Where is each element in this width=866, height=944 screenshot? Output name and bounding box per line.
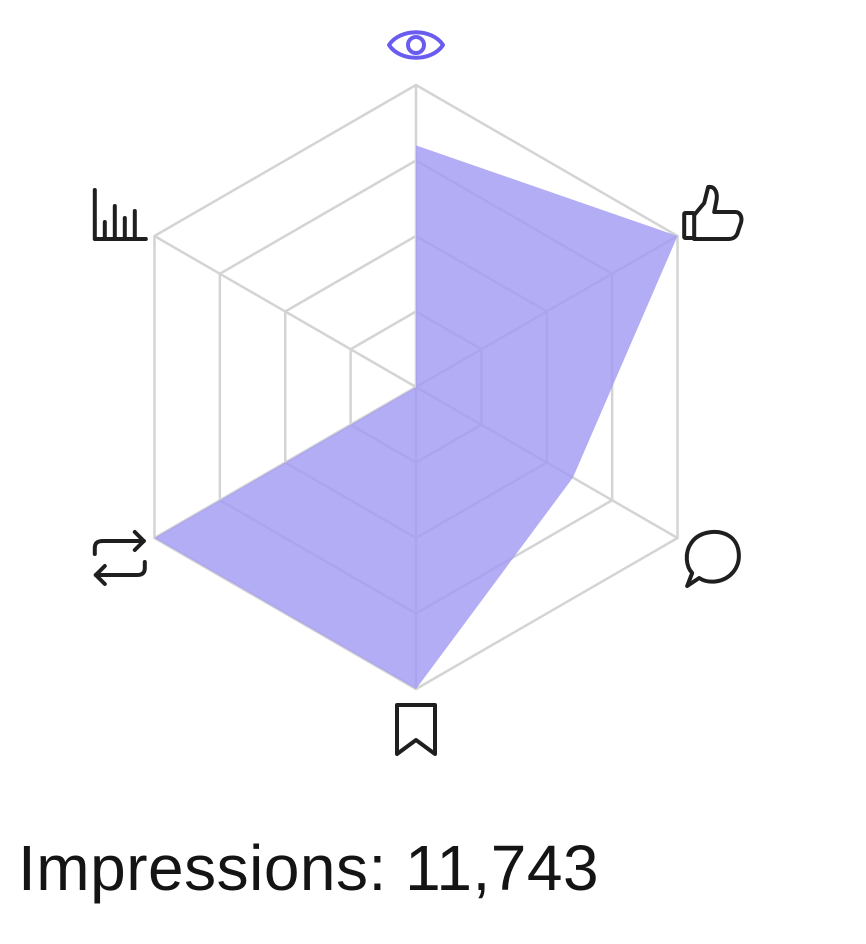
eye-icon[interactable] xyxy=(387,30,445,60)
metric-value: 11,743 xyxy=(405,832,600,904)
speech-bubble-icon[interactable] xyxy=(684,529,741,588)
metric-readout: Impressions: 11,743 xyxy=(18,830,599,906)
bookmark-icon[interactable] xyxy=(395,703,437,756)
thumbs-up-icon[interactable] xyxy=(682,184,744,241)
grid-spoke-engagements xyxy=(153,234,417,389)
radar-data-area xyxy=(154,145,678,689)
data-area-polygon xyxy=(154,145,678,689)
radar-axis-icons xyxy=(92,30,744,756)
repost-icon[interactable] xyxy=(92,530,147,586)
bar-chart-icon[interactable] xyxy=(92,188,148,241)
metric-separator: : xyxy=(368,832,406,904)
metric-label: Impressions xyxy=(18,832,369,904)
